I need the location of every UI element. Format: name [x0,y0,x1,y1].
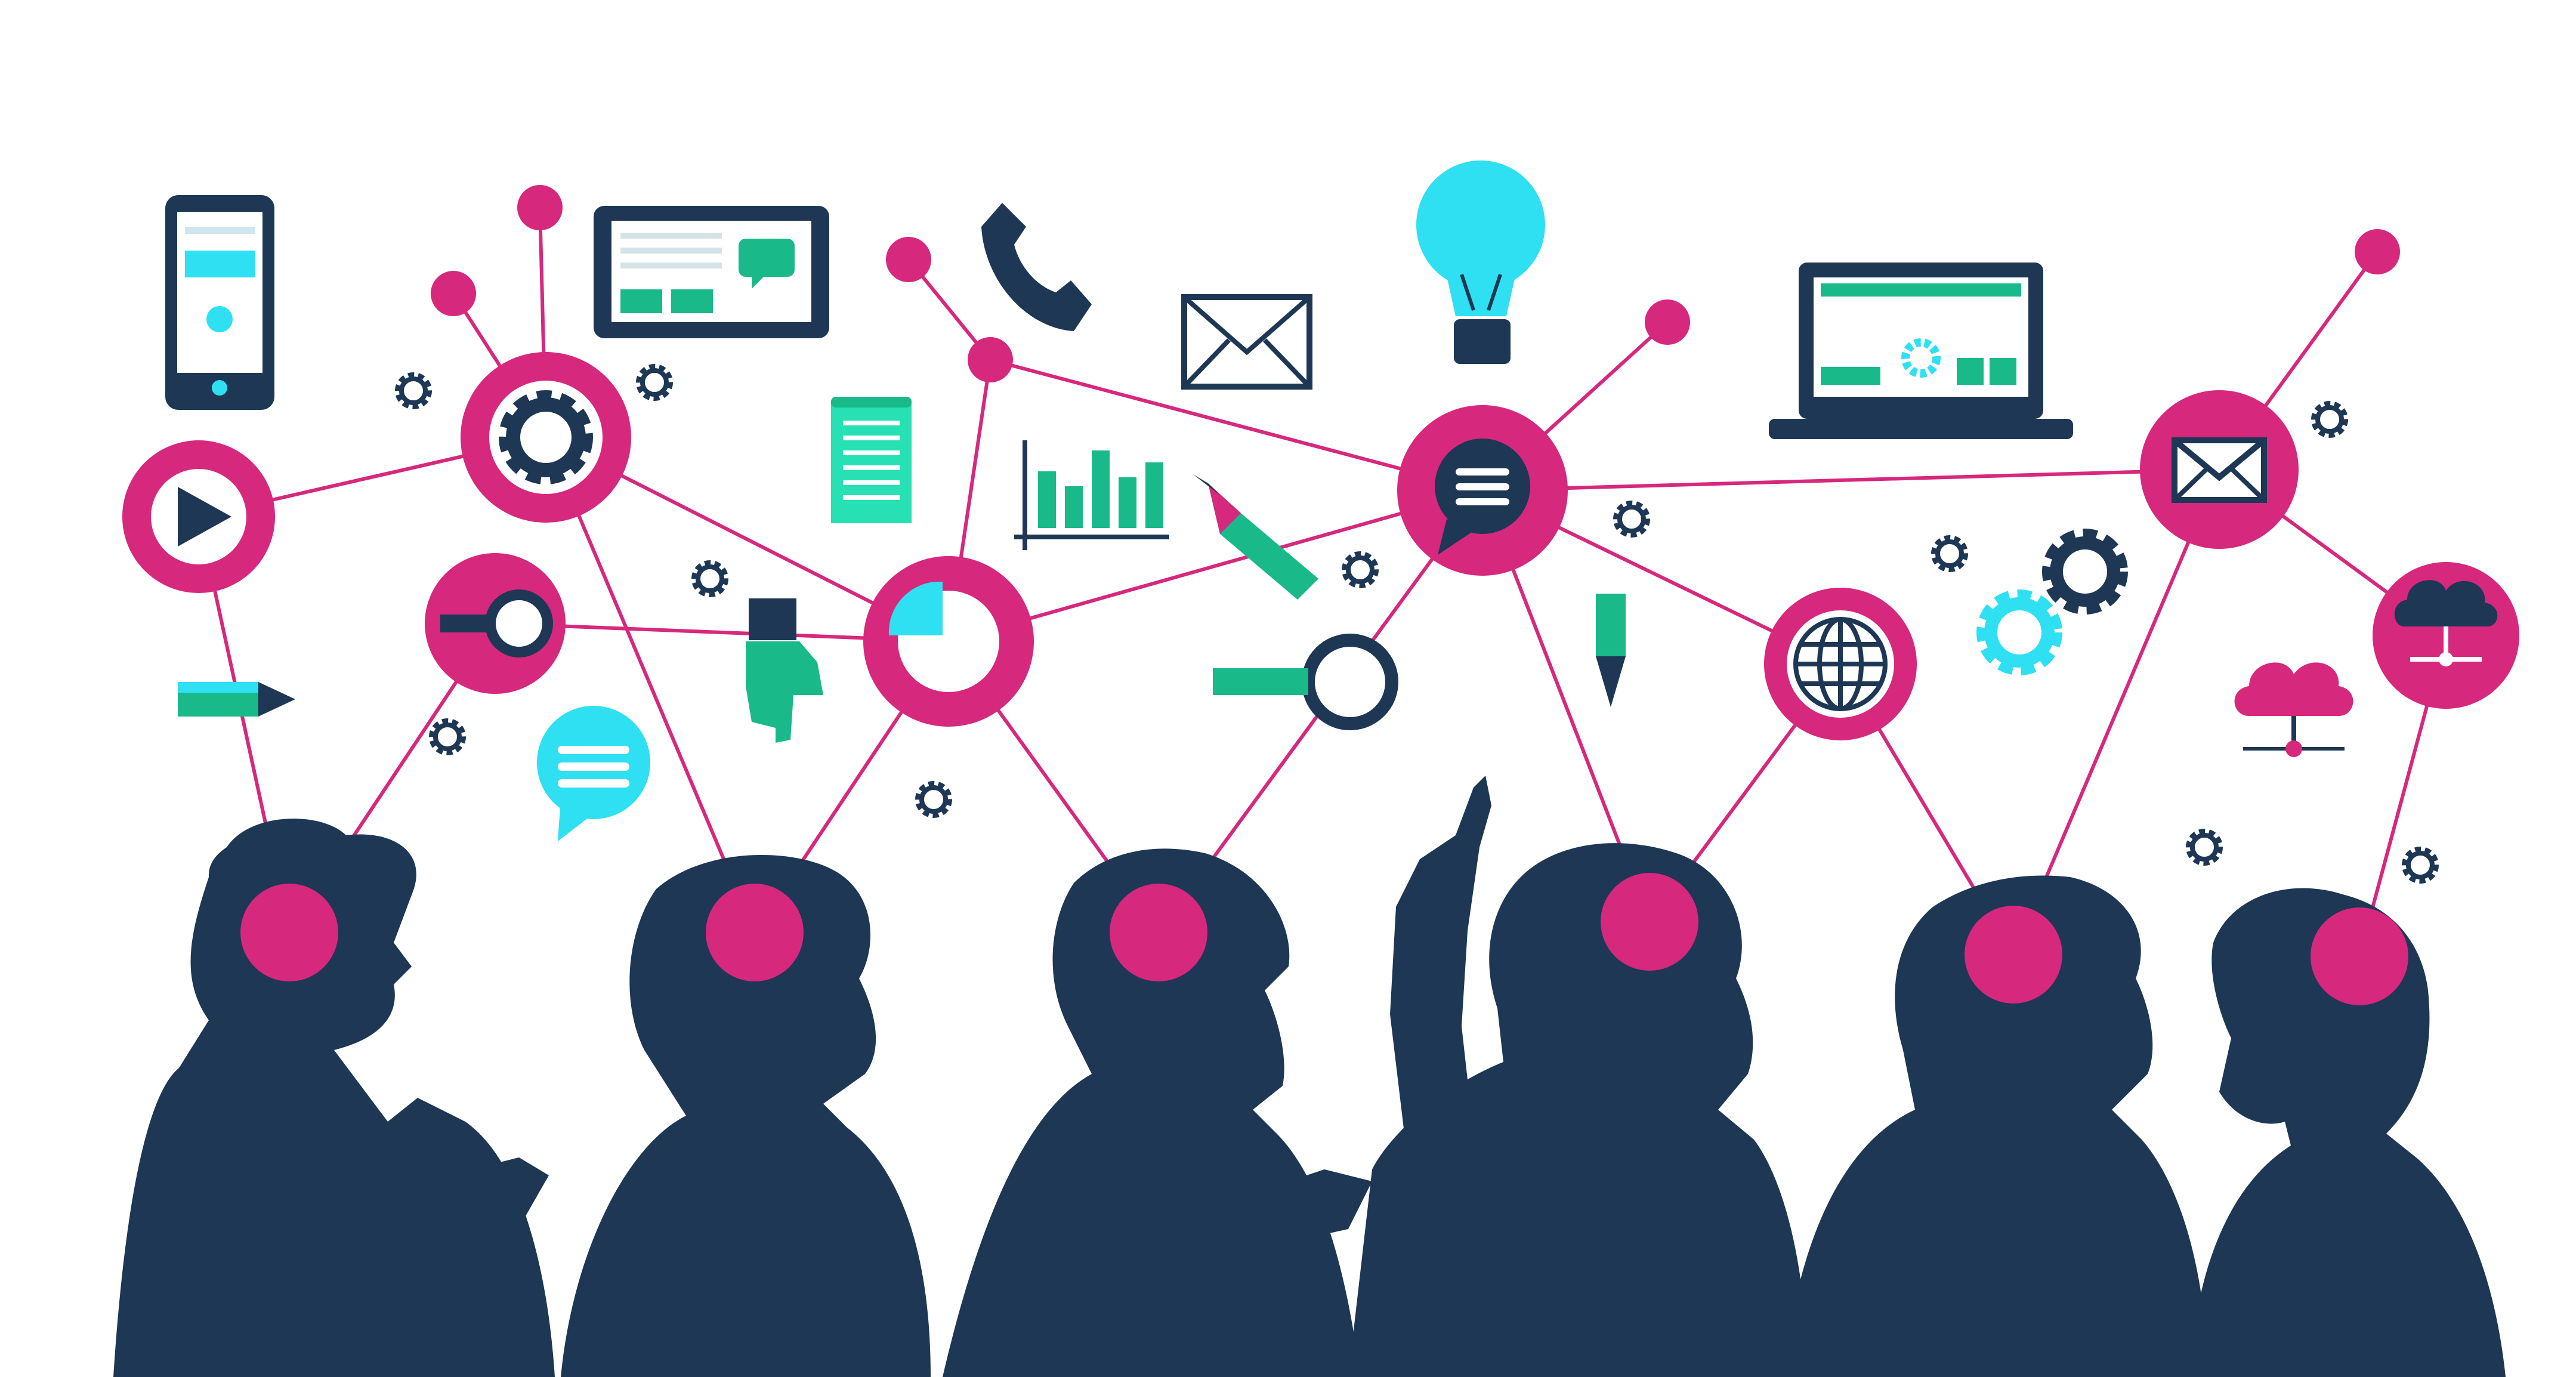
gear-node [461,352,631,523]
smartphone-icon [165,195,274,410]
person-5 [1784,875,2207,1377]
person-6 [2088,888,2506,1377]
gear-icon [1976,589,2062,675]
people-silhouettes [113,776,2506,1377]
envelope-icon [1181,294,1312,390]
network-link [2012,468,2221,956]
person-1 [113,819,555,1377]
globe-icon [1793,617,1888,711]
pie-chart-node [863,556,1034,727]
magnifier-icon [440,589,553,657]
head-node-5 [1965,906,2062,1004]
magnifier-icon [1213,634,1398,730]
network-link [1482,468,2220,492]
person-4 [1348,776,1808,1377]
mail-node [2140,390,2299,549]
gear-icon [2042,529,2128,615]
pencil-icon [1193,474,1318,600]
light-bulb-icon [1416,160,1545,364]
head-node-3 [1110,884,1207,981]
envelope-icon [2172,437,2267,503]
search-node [425,553,566,694]
head-node-1 [240,884,338,981]
laptop-icon [1769,263,2073,439]
chat-bubble-icon [1435,439,1530,555]
play-node [122,440,275,593]
phone-handset-icon [981,203,1092,331]
head-node-4 [1601,873,1698,971]
bar-chart-icon [1014,440,1169,550]
play-icon [178,487,231,547]
tablet-icon [594,206,829,338]
globe-node [1764,588,1917,740]
chat-bubble-icon [537,706,650,841]
network-link [948,489,1483,643]
head-node-6 [2311,907,2408,1005]
cloud-network-icon [2234,662,2353,757]
document-icon [831,397,912,523]
gear-icon [499,390,593,484]
chat-node [1397,405,1568,576]
head-nodes [240,873,2408,1005]
cloud-network-icon [2394,580,2498,666]
person-2 [561,854,931,1377]
pointing-hand-icon [746,598,823,743]
marker-icon [1596,594,1626,707]
head-node-2 [706,884,804,981]
cloud-network-node [2373,562,2519,709]
pen-icon [178,682,295,717]
network-end-dots [431,185,2400,382]
pie-chart-icon [888,581,943,635]
person-3 [943,848,1372,1377]
network-link [544,436,756,934]
